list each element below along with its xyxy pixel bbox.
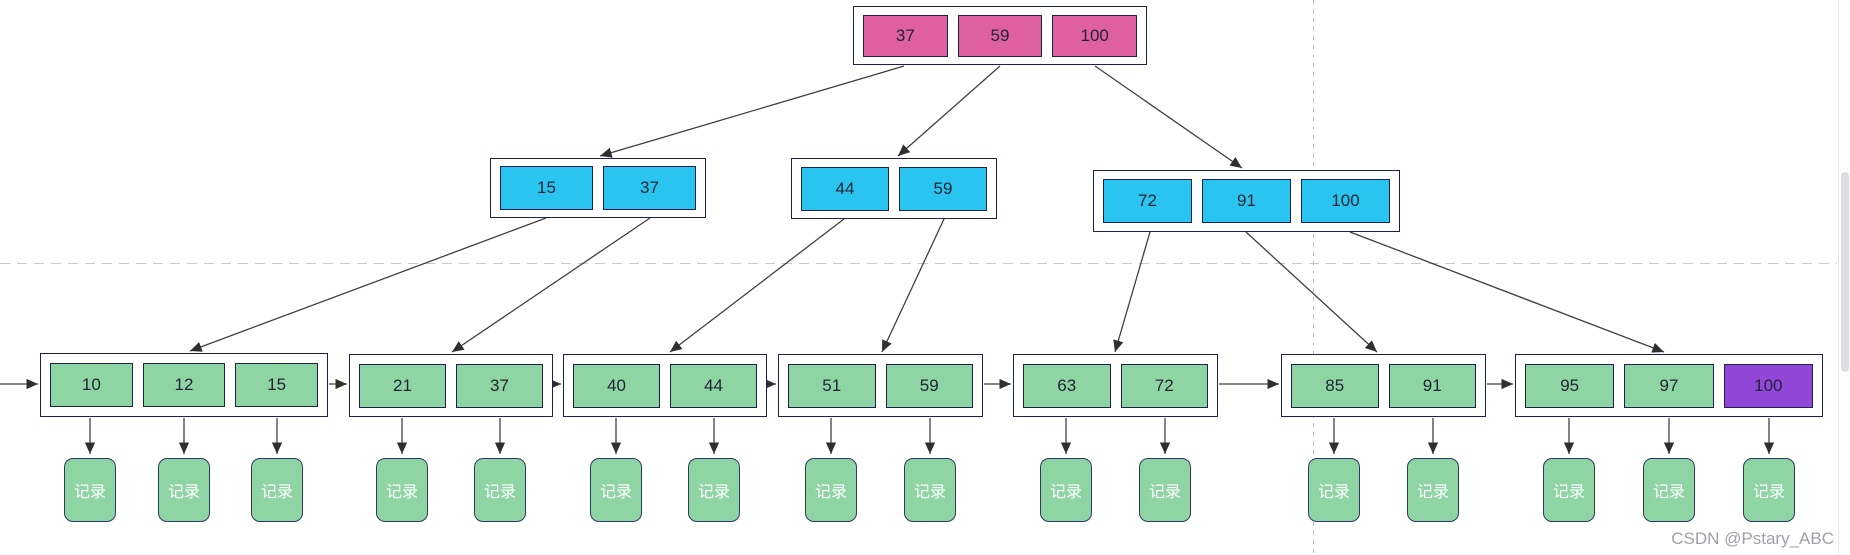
record-box: 记录 — [904, 458, 956, 522]
btree-internal-node-3: 72 91 100 — [1093, 170, 1400, 232]
record-box: 记录 — [251, 458, 303, 522]
key-cell: 51 — [788, 363, 876, 408]
vertical-scrollbar-thumb[interactable] — [1841, 172, 1849, 372]
record-box: 记录 — [590, 458, 642, 522]
record-box: 记录 — [474, 458, 526, 522]
record-box: 记录 — [1743, 458, 1795, 522]
record-box: 记录 — [376, 458, 428, 522]
record-box: 记录 — [1308, 458, 1360, 522]
key-cell: 91 — [1202, 179, 1291, 223]
key-cell: 59 — [899, 166, 987, 211]
key-cell: 100 — [1052, 14, 1138, 57]
record-box: 记录 — [1543, 458, 1595, 522]
record-box: 记录 — [1040, 458, 1092, 522]
key-cell: 95 — [1525, 363, 1615, 408]
key-cell-highlighted: 100 — [1723, 363, 1813, 408]
key-cell: 44 — [670, 363, 757, 408]
csdn-watermark: CSDN @Pstary_ABC — [1671, 529, 1834, 548]
key-cell: 10 — [50, 363, 133, 407]
btree-leaf-node-2: 21 37 — [349, 354, 553, 417]
key-cell: 59 — [957, 14, 1043, 57]
vertical-scrollbar-track[interactable] — [1838, 0, 1850, 555]
btree-leaf-node-3: 40 44 — [563, 354, 767, 417]
btree-internal-node-2: 44 59 — [791, 158, 997, 219]
record-box: 记录 — [1139, 458, 1191, 522]
leaf-to-record-arrows — [84, 418, 1775, 454]
key-cell: 37 — [603, 166, 696, 210]
key-cell: 15 — [235, 363, 319, 407]
root-to-internal-arrows — [599, 65, 1243, 169]
record-box: 记录 — [158, 458, 210, 522]
btree-root-node: 37 59 100 — [853, 6, 1147, 65]
key-cell: 40 — [573, 363, 660, 408]
key-cell: 37 — [456, 363, 543, 408]
btree-leaf-node-5: 63 72 — [1013, 354, 1218, 417]
btree-leaf-node-7: 95 97 100 — [1515, 354, 1823, 417]
btree-leaf-node-1: 10 12 15 — [40, 353, 328, 417]
internal-to-leaf-arrows — [189, 217, 1665, 353]
record-box: 记录 — [805, 458, 857, 522]
key-cell: 63 — [1023, 363, 1111, 408]
record-box: 记录 — [1643, 458, 1695, 522]
key-cell: 85 — [1291, 363, 1379, 408]
btree-internal-node-1: 15 37 — [490, 158, 706, 218]
btree-leaf-node-6: 85 91 — [1281, 354, 1486, 417]
key-cell: 37 — [863, 14, 948, 57]
key-cell: 59 — [885, 363, 973, 408]
record-box: 记录 — [688, 458, 740, 522]
key-cell: 44 — [801, 166, 889, 211]
key-cell: 21 — [359, 363, 446, 408]
key-cell: 72 — [1120, 363, 1208, 408]
key-cell: 15 — [500, 166, 593, 210]
key-cell: 97 — [1624, 363, 1714, 408]
key-cell: 12 — [142, 363, 226, 407]
key-cell: 72 — [1103, 179, 1192, 223]
record-box: 记录 — [1407, 458, 1459, 522]
key-cell: 91 — [1388, 363, 1476, 408]
btree-leaf-node-4: 51 59 — [778, 354, 983, 417]
record-box: 记录 — [64, 458, 116, 522]
key-cell: 100 — [1301, 179, 1390, 223]
